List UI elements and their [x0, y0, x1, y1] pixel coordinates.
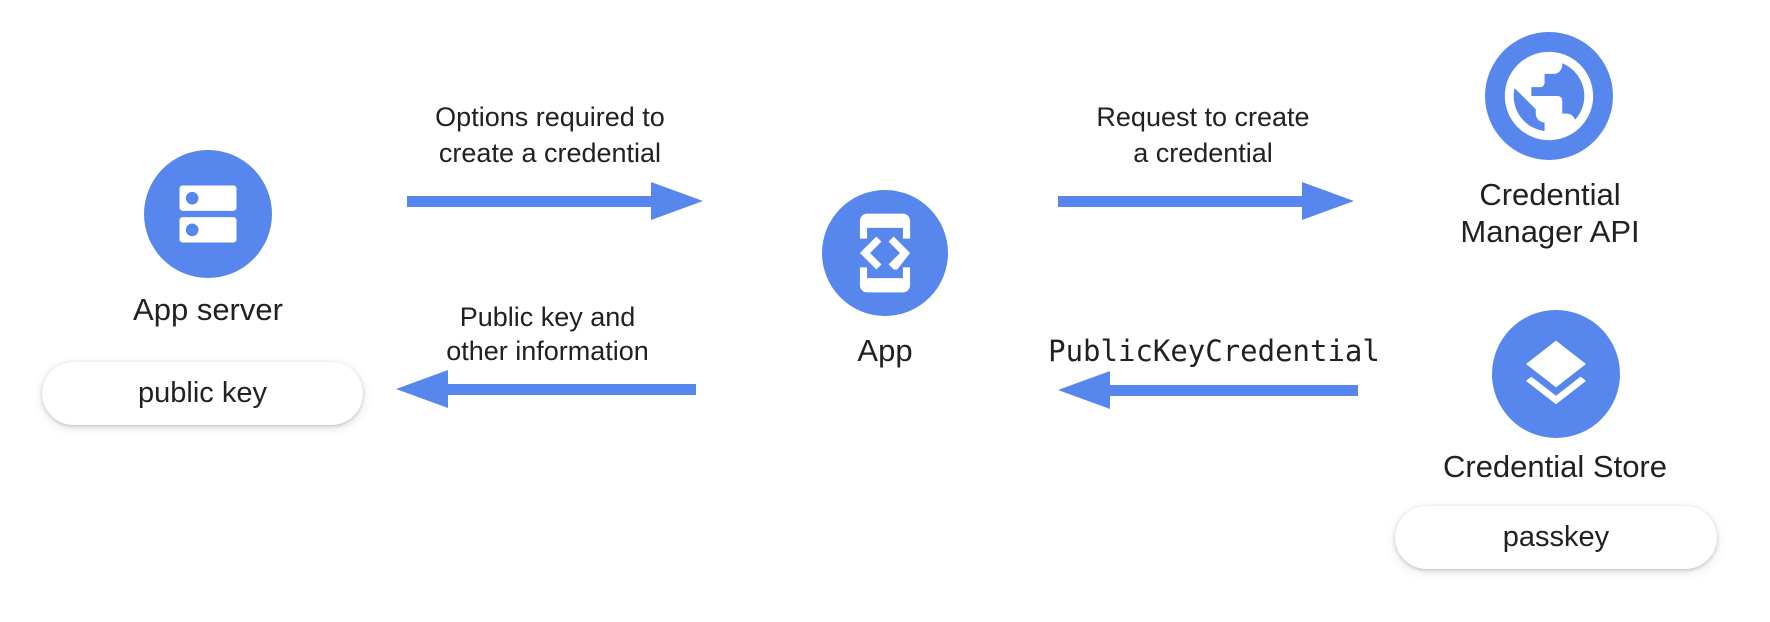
credential-manager-api-node	[1485, 32, 1613, 160]
credential-store-label: Credential Store	[1442, 449, 1667, 484]
layers-icon	[1526, 340, 1586, 405]
arrow-head	[1058, 371, 1110, 409]
arrow-publickeycredential-left-icon	[1058, 371, 1358, 409]
credential-store-node	[1492, 310, 1620, 438]
public-key-pill-label: public key	[138, 377, 267, 409]
arrow-label-publickeycredential: PublicKeyCredential	[1048, 334, 1380, 368]
arrow-body	[1058, 196, 1308, 207]
arrow-options-right-icon	[407, 182, 703, 220]
arrow-head	[396, 370, 448, 408]
arrow-label-options: Options required to create a credential	[435, 102, 665, 168]
arrow-public-key-info-left-icon	[396, 370, 696, 408]
arrow-label-request: Request to create a credential	[1096, 102, 1310, 168]
arrow-label-public-key-info: Public key and other information	[446, 302, 649, 366]
arrow-body	[407, 196, 657, 207]
app-server-node	[144, 150, 272, 278]
app-node	[822, 190, 948, 316]
credential-manager-api-label: Credential Manager API	[1460, 177, 1640, 249]
arrow-request-right-icon	[1058, 182, 1354, 220]
passkey-pill-label: passkey	[1502, 521, 1610, 553]
globe-icon	[1504, 51, 1594, 141]
public-key-pill: public key	[42, 362, 363, 425]
phone-code-icon	[859, 213, 911, 293]
app-server-label: App server	[133, 292, 283, 327]
server-icon	[179, 185, 237, 243]
arrow-body	[1104, 385, 1358, 396]
arrow-head	[1302, 182, 1354, 220]
app-label: App	[857, 333, 913, 368]
arrow-head	[651, 182, 703, 220]
passkey-pill: passkey	[1395, 506, 1717, 569]
arrow-body	[442, 384, 696, 395]
